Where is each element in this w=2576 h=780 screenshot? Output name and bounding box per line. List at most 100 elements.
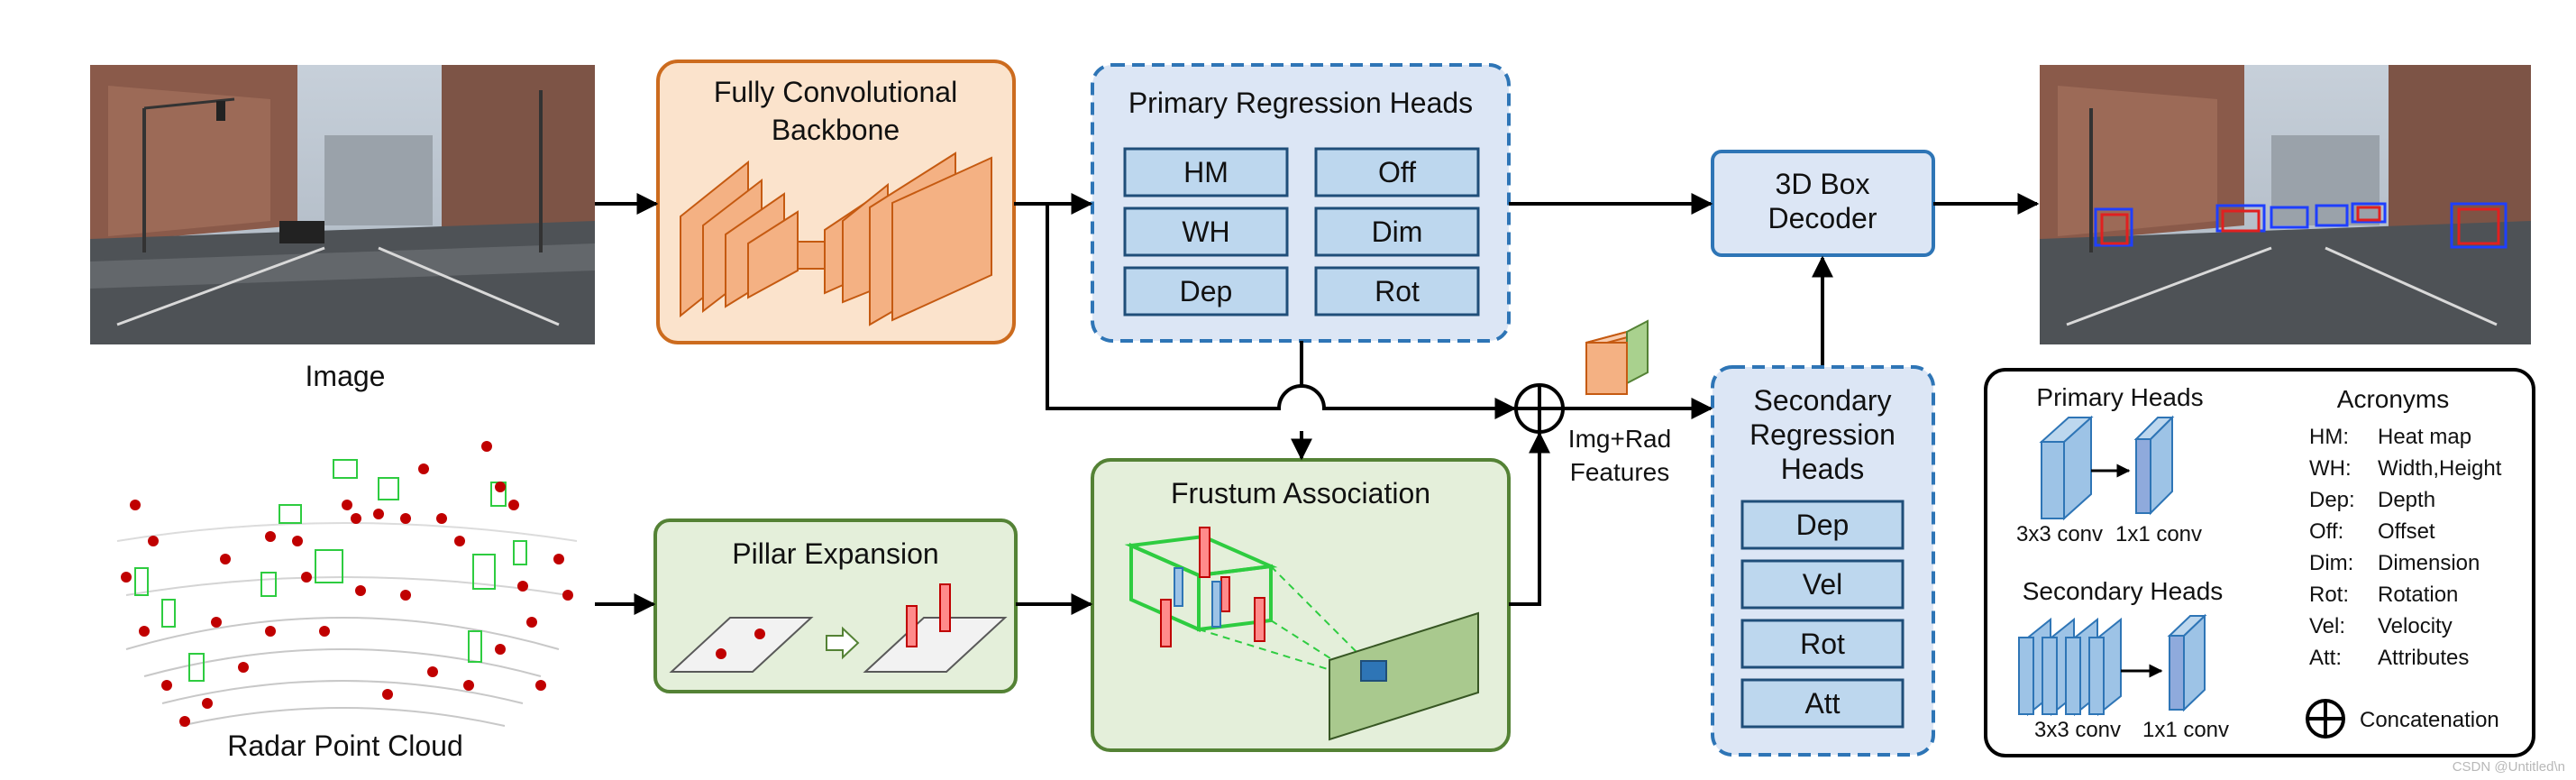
- secondary-head-vel: Vel: [1740, 559, 1905, 610]
- decoder-line2: Decoder: [1768, 202, 1877, 234]
- legend-acronyms-title: Acronyms: [2337, 385, 2449, 413]
- radar-point: [526, 617, 537, 628]
- acronym-key: HM:: [2309, 425, 2349, 449]
- secondary-head-rot: Rot: [1740, 619, 1905, 669]
- legend-acronyms-list: HM:Heat mapWH:Width,HeightDep:DepthOff:O…: [2309, 425, 2502, 670]
- legend-primary-1x1-layer: [2133, 415, 2175, 516]
- pillar-expansion-box: Pillar Expansion: [653, 518, 1018, 693]
- radar-point: [220, 554, 231, 564]
- radar-point: [454, 536, 465, 546]
- frustum-pillars: [1160, 527, 1265, 647]
- radar-point: [179, 716, 190, 727]
- legend-primary-conv1: 1x1 conv: [2115, 522, 2202, 546]
- radar-point: [238, 662, 249, 673]
- radar-point: [202, 698, 213, 709]
- legend-box: Primary Heads 3x3 conv 1x1 conv Secondar…: [1984, 368, 2535, 757]
- svg-text:Dep: Dep: [1796, 509, 1850, 541]
- acronym-key: Rot:: [2309, 583, 2349, 607]
- secondary-heads-line3: Heads: [1781, 453, 1865, 485]
- radar-point: [436, 513, 447, 524]
- svg-text:Dep: Dep: [1180, 275, 1233, 307]
- radar-label: Radar Point Cloud: [227, 730, 462, 762]
- radar-point: [754, 629, 765, 639]
- acronym-value: Attributes: [2378, 646, 2469, 670]
- arrow-backbone-to-concat: [1046, 204, 1517, 419]
- output-image: [2040, 65, 2531, 344]
- radar-point: [382, 689, 393, 700]
- acronym-key: Dim:: [2309, 551, 2353, 575]
- radar-point: [463, 680, 474, 691]
- features-line1: Img+Rad: [1568, 425, 1671, 453]
- box-decoder: 3D Box Decoder: [1711, 150, 1935, 257]
- legend-primary-3x3-layer: [2039, 415, 2094, 521]
- acronym-value: Velocity: [2378, 614, 2453, 638]
- acronym-value: Offset: [2378, 519, 2435, 544]
- acronym-key: Off:: [2309, 519, 2343, 544]
- radar-point: [716, 648, 726, 659]
- svg-text:Dim: Dim: [1372, 216, 1423, 248]
- svg-text:Rot: Rot: [1375, 275, 1420, 307]
- primary-head-dim: Dim: [1314, 206, 1480, 257]
- radar-point: [535, 680, 546, 691]
- primary-heads-box: Primary Regression Heads HM Off WH Dim D…: [1091, 63, 1511, 343]
- legend-primary-conv3: 3x3 conv: [2016, 522, 2103, 546]
- radar-point: [481, 441, 492, 452]
- svg-text:Att: Att: [1804, 687, 1840, 720]
- legend-secondary-1x1-layer: [2167, 613, 2207, 712]
- watermark: CSDN @Untitled\n: [2452, 759, 2565, 775]
- radar-point: [562, 590, 573, 601]
- legend-secondary-conv1: 1x1 conv: [2142, 718, 2229, 742]
- radar-point: [265, 531, 276, 542]
- primary-head-dep: Dep: [1123, 266, 1289, 317]
- backbone-title-line2: Backbone: [772, 114, 900, 146]
- ground-plane-before: [669, 617, 814, 673]
- legend-concat-icon: [2306, 699, 2345, 739]
- frustum-pillars-blue: [1174, 567, 1221, 628]
- camera-image: [90, 65, 595, 344]
- radar-point: [342, 500, 352, 510]
- svg-text:Rot: Rot: [1800, 628, 1845, 660]
- svg-text:Vel: Vel: [1803, 568, 1842, 601]
- features-line2: Features: [1570, 458, 1670, 486]
- legend-secondary-title: Secondary Heads: [2023, 577, 2224, 605]
- backbone-box: Fully Convolutional Backbone: [656, 60, 1016, 344]
- decoder-line1: 3D Box: [1776, 168, 1870, 200]
- radar-point: [400, 513, 411, 524]
- radar-point: [427, 666, 438, 677]
- radar-point: [265, 626, 276, 637]
- radar-point-cloud: [116, 441, 578, 727]
- legend-secondary-conv3: 3x3 conv: [2034, 718, 2121, 742]
- primary-head-wh: WH: [1123, 206, 1289, 257]
- arrow-frustum-to-concat: [1509, 431, 1550, 606]
- radar-point: [351, 513, 361, 524]
- backbone-layers-icon: [680, 151, 992, 326]
- expand-arrow-icon: [826, 626, 860, 660]
- acronym-value: Depth: [2378, 488, 2435, 512]
- acronym-value: Rotation: [2378, 583, 2458, 607]
- radar-point: [508, 500, 519, 510]
- acronym-key: Vel:: [2309, 614, 2345, 638]
- acronym-key: Dep:: [2309, 488, 2355, 512]
- radar-point: [292, 536, 303, 546]
- secondary-heads-line2: Regression: [1749, 418, 1895, 451]
- primary-head-off: Off: [1314, 147, 1480, 197]
- svg-text:HM: HM: [1183, 156, 1229, 188]
- acronym-key: Att:: [2309, 646, 2342, 670]
- legend-concat-label: Concatenation: [2360, 708, 2499, 732]
- secondary-heads-line1: Secondary: [1754, 384, 1892, 417]
- radar-point: [517, 581, 528, 592]
- acronym-key: WH:: [2309, 456, 2352, 481]
- image-plane: [1329, 611, 1479, 741]
- radar-point: [495, 644, 506, 655]
- expanded-pillars: [906, 583, 951, 647]
- radar-point: [130, 500, 141, 510]
- radar-point: [121, 572, 132, 583]
- ground-plane-after: [863, 617, 1008, 673]
- img-rad-features-icon: [1585, 319, 1649, 396]
- primary-head-rot: Rot: [1314, 266, 1480, 317]
- acronym-value: Heat map: [2378, 425, 2471, 449]
- legend-secondary-3x3-layers: [2018, 617, 2122, 717]
- connectors: [595, 193, 2040, 615]
- secondary-head-dep: Dep: [1740, 500, 1905, 550]
- backbone-title-line1: Fully Convolutional: [714, 76, 957, 108]
